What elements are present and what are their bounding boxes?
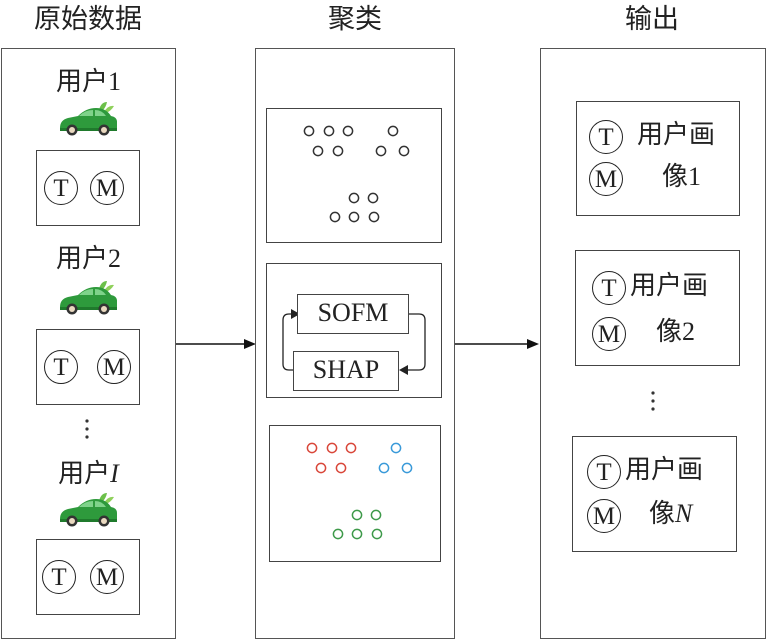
clustered-points-box: [269, 425, 441, 562]
profile-index: N: [675, 499, 693, 528]
user-profile-box-2: T M 用户画 像2: [575, 250, 740, 366]
data-point-cluster-a: [335, 462, 347, 474]
data-point-cluster-c: [367, 192, 379, 204]
data-point-cluster-c: [371, 528, 383, 540]
data-point-cluster-a: [303, 125, 315, 137]
clustering-panel: [255, 48, 455, 639]
data-point-cluster-b: [390, 442, 402, 454]
user-label-prefix: 用户: [58, 459, 111, 488]
data-point-cluster-b: [401, 462, 413, 474]
green-car-icon: [57, 100, 119, 138]
raw-data-panel: [1, 48, 176, 639]
user-label-prefix: 用户: [55, 244, 108, 273]
user-label-prefix: 用户: [55, 67, 108, 96]
raw-data-title: 原始数据: [34, 4, 142, 34]
m-tag-icon: M: [90, 171, 124, 205]
output-panel: [540, 48, 766, 639]
clustered-scatter: [306, 442, 413, 540]
data-point-cluster-c: [348, 192, 360, 204]
t-tag-icon: T: [589, 120, 623, 154]
data-point-cluster-c: [348, 211, 360, 223]
data-point-cluster-a: [323, 125, 335, 137]
data-point-cluster-b: [398, 145, 410, 157]
user-data-box-1: T M: [36, 150, 140, 226]
data-point-cluster-b: [378, 462, 390, 474]
t-tag-icon: T: [44, 171, 78, 205]
profile-index: 1: [688, 162, 702, 191]
data-point-cluster-b: [387, 125, 399, 137]
user-data-box-2: T M: [36, 329, 140, 405]
arrow-to-clustering: [176, 339, 256, 349]
ellipsis-users: [82, 418, 92, 445]
user-profile-box-1: T M 用户画 像1: [576, 101, 740, 216]
profile-line-2-prefix: 像: [649, 499, 676, 528]
data-point-cluster-a: [345, 442, 357, 454]
green-car-icon: [57, 279, 119, 317]
data-point-cluster-c: [368, 211, 380, 223]
profile-line-2-prefix: 像: [656, 317, 683, 346]
m-tag-icon: M: [97, 350, 131, 384]
data-point-cluster-a: [326, 442, 338, 454]
green-car-icon: [57, 491, 119, 529]
data-point-cluster-a: [332, 145, 344, 157]
data-point-cluster-a: [306, 442, 318, 454]
m-tag-icon: M: [589, 162, 623, 196]
data-point-cluster-b: [375, 145, 387, 157]
profile-line-1: 用户画: [637, 120, 716, 149]
t-tag-icon: T: [44, 350, 78, 384]
profile-line-2: 像N: [649, 499, 692, 529]
data-point-cluster-c: [351, 528, 363, 540]
user-profile-box-n: T M 用户画 像N: [572, 436, 737, 552]
iteration-arrows: [282, 309, 426, 375]
user-label-index: I: [110, 459, 119, 488]
algorithm-box: SOFM SHAP: [266, 263, 442, 398]
user-data-box-i: T M: [36, 539, 140, 615]
sofm-block: SOFM: [297, 294, 409, 334]
profile-line-1: 用户画: [630, 271, 709, 300]
profile-line-1: 用户画: [625, 455, 704, 484]
output-title: 输出: [625, 4, 679, 34]
data-point-cluster-c: [351, 509, 363, 521]
user-label-1: 用户1: [1, 66, 176, 98]
t-tag-icon: T: [592, 271, 626, 305]
profile-index: 2: [682, 317, 696, 346]
user-label-i: 用户I: [1, 458, 176, 490]
unclustered-points-box: [266, 108, 442, 243]
m-tag-icon: M: [90, 560, 124, 594]
user-label-index: 1: [108, 67, 121, 96]
m-tag-icon: M: [587, 499, 621, 533]
data-point-cluster-a: [312, 145, 324, 157]
data-point-cluster-c: [332, 528, 344, 540]
clustering-title: 聚类: [328, 4, 382, 34]
m-tag-icon: M: [592, 317, 626, 351]
data-point-cluster-a: [315, 462, 327, 474]
t-tag-icon: T: [42, 560, 76, 594]
user-label-2: 用户2: [1, 243, 176, 275]
shap-block: SHAP: [293, 351, 399, 391]
data-point-cluster-a: [342, 125, 354, 137]
arrow-to-output: [455, 339, 539, 349]
profile-line-2: 像1: [662, 162, 701, 192]
t-tag-icon: T: [587, 455, 621, 489]
data-point-cluster-c: [329, 211, 341, 223]
unclustered-scatter: [303, 125, 410, 223]
ellipsis-profiles: [648, 390, 658, 417]
user-label-index: 2: [108, 244, 121, 273]
profile-line-2-prefix: 像: [662, 162, 689, 191]
profile-line-2: 像2: [656, 317, 695, 347]
data-point-cluster-c: [370, 509, 382, 521]
